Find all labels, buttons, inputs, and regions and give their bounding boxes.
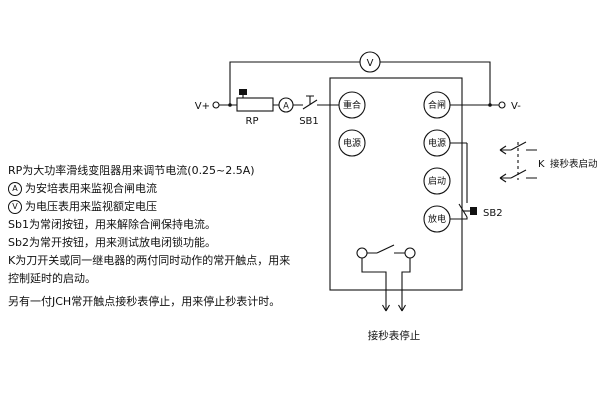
note-line: K为刀开关或同一继电器的两付同时动作的常开触点，用来 (8, 252, 290, 270)
note-text: RP为大功率滑线变阻器用来调节电流(0.25~2.5A) (8, 164, 255, 177)
note-text: 为安培表用来监视合闸电流 (25, 182, 157, 195)
annotation-notes: RP为大功率滑线变阻器用来调节电流(0.25~2.5A) A 为安培表用来监视合… (8, 162, 290, 311)
voltmeter-symbol: V (359, 51, 381, 73)
terminal-vminus (498, 101, 506, 109)
panel-button-start-label: 启动 (428, 175, 446, 187)
sb1-button-symbol (302, 95, 318, 110)
note-line: 另有一付JCH常开触点接秒表停止，用来停止秒表计时。 (8, 293, 290, 311)
note-text: 为电压表用来监视额定电压 (25, 200, 157, 213)
note-text: K为刀开关或同一继电器的两付同时动作的常开触点，用来 (8, 254, 291, 267)
note-line: 控制延时的启动。 (8, 270, 290, 288)
rheostat-label: RP (246, 116, 259, 127)
wire-voltmeter-loop (229, 61, 491, 105)
stopwatch-start-caption: 接秒表启动 (550, 158, 598, 170)
terminal-vplus (212, 101, 220, 109)
note-line: V 为电压表用来监视额定电压 (8, 198, 290, 216)
knife-switch-label: K (538, 159, 545, 170)
panel-button-power-right-label: 电源 (428, 137, 446, 149)
rheostat-slider (239, 89, 247, 95)
panel-button-power-left: 电源 (338, 129, 366, 157)
sb1-label: SB1 (299, 116, 319, 127)
panel-button-power-left-label: 电源 (343, 137, 361, 149)
note-text: 另有一付JCH常开触点接秒表停止，用来停止秒表计时。 (8, 295, 281, 308)
wire-stopwatch-stop (361, 258, 411, 310)
panel-button-reclose: 重合 (338, 91, 366, 119)
sb2-label: SB2 (483, 208, 503, 219)
arrow-stopwatch-start-terminals (499, 145, 507, 183)
junction-dot (228, 103, 232, 107)
note-text: Sb1为常闭按钮，用来解除合闸保持电流。 (8, 218, 216, 231)
panel-button-reclose-label: 重合 (343, 99, 361, 111)
vplus-label: V+ (195, 101, 210, 112)
ammeter-symbol: A (278, 97, 294, 113)
panel-button-discharge-label: 放电 (428, 213, 446, 225)
panel-button-discharge: 放电 (423, 205, 451, 233)
junction-dot (488, 103, 492, 107)
note-text: 控制延时的启动。 (8, 272, 96, 285)
jch-terminal-right (404, 247, 416, 259)
voltmeter-letter: V (367, 58, 374, 69)
note-line: Sb2为常开按钮，用来测试放电闭锁功能。 (8, 234, 290, 252)
panel-button-start: 启动 (423, 167, 451, 195)
panel-button-power-right: 电源 (423, 129, 451, 157)
arrow-stopwatch-stop-terminals (382, 304, 406, 312)
note-line: Sb1为常闭按钮，用来解除合闸保持电流。 (8, 216, 290, 234)
ammeter-letter: A (283, 102, 289, 112)
jch-terminal-left (356, 247, 368, 259)
note-line: RP为大功率滑线变阻器用来调节电流(0.25~2.5A) (8, 162, 290, 180)
circled-letter-A-icon: A (8, 182, 22, 196)
circled-letter-V-icon: V (8, 200, 22, 214)
stopwatch-stop-caption: 接秒表停止 (368, 329, 421, 342)
panel-button-close: 合闸 (423, 91, 451, 119)
note-text: Sb2为常开按钮，用来测试放电闭锁功能。 (8, 236, 216, 249)
rheostat-symbol (236, 89, 274, 112)
jch-contact-blade (376, 244, 395, 254)
panel-button-close-label: 合闸 (428, 99, 446, 111)
vminus-label: V- (511, 101, 521, 112)
wire-sb2-branch (450, 142, 468, 220)
knife-switch-k-symbol (499, 141, 537, 183)
note-line: A 为安培表用来监视合闸电流 (8, 180, 290, 198)
sb2-button-symbol (458, 203, 477, 218)
